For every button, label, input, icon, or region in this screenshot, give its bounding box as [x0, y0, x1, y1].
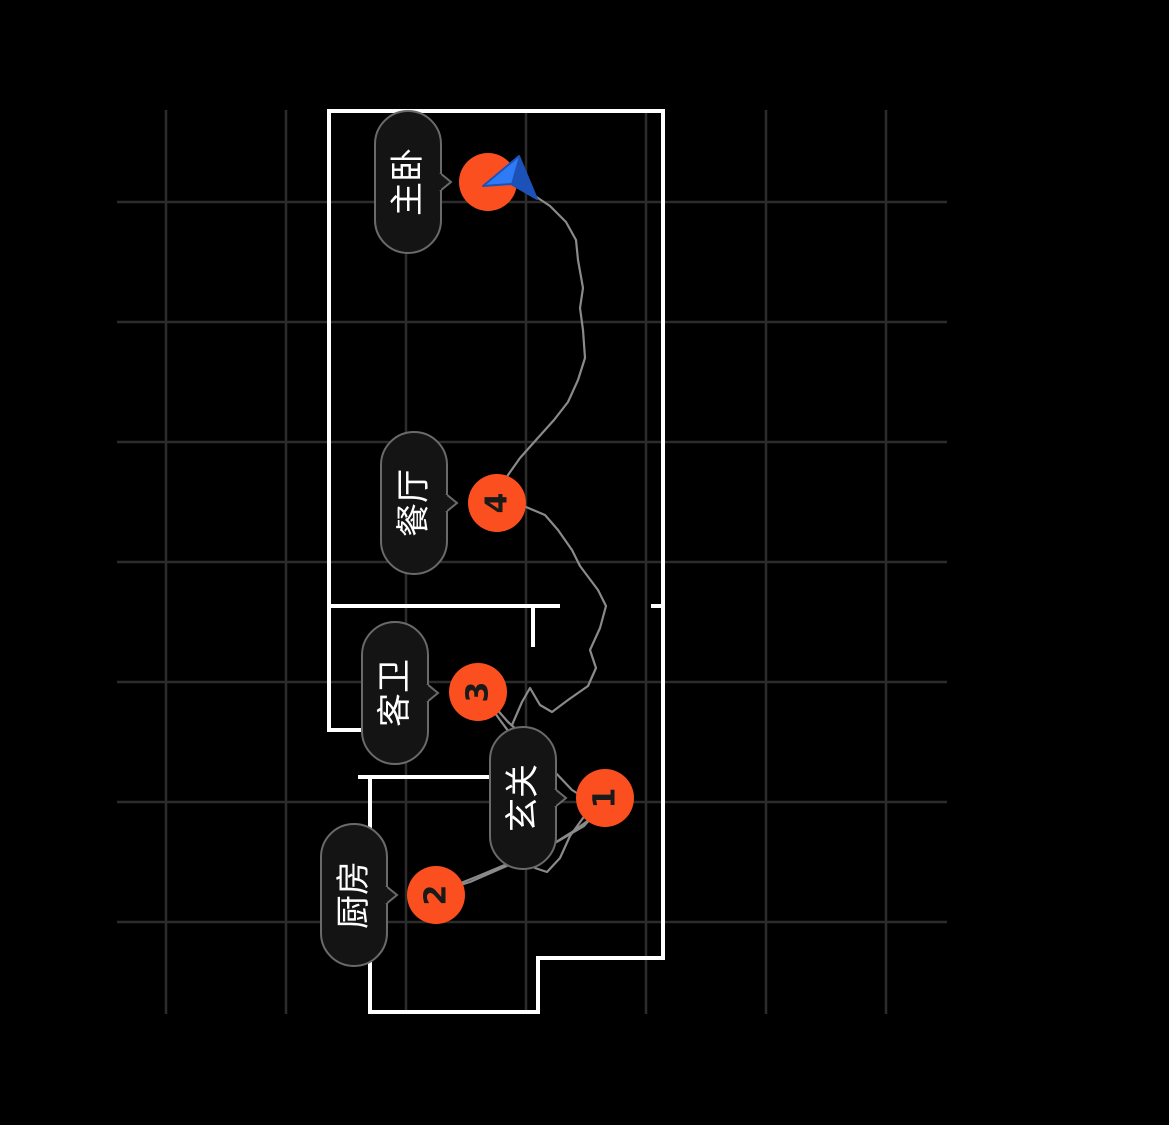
room-label-pointer-mask	[443, 495, 447, 511]
room-label-pointer	[426, 683, 440, 703]
room-marker-number: 3	[461, 682, 496, 703]
room-label-pointer	[385, 885, 399, 905]
room-marker-circle	[468, 474, 526, 532]
room-marker-number: 1	[588, 788, 623, 809]
room-marker-entrance[interactable]: 1	[576, 769, 634, 827]
room-markers: 4 3 1 2	[407, 153, 634, 924]
robot-position	[482, 155, 538, 200]
room-marker-number: 2	[419, 885, 454, 906]
room-label-dining-room[interactable]: 餐厅	[380, 431, 459, 575]
room-label-pointer	[439, 172, 453, 192]
room-label-guest-bathroom[interactable]: 客卫	[361, 621, 440, 765]
room-label-pointer	[554, 788, 568, 808]
navigation-arrow-highlight	[511, 156, 537, 199]
path-segment	[510, 505, 608, 727]
room-label-pointer-mask	[424, 685, 428, 701]
room-marker-circle	[576, 769, 634, 827]
room-label-text: 客卫	[375, 659, 415, 727]
room-marker-dining-room[interactable]: 4	[468, 474, 526, 532]
room-marker-number: 4	[480, 493, 515, 514]
room-marker-guest-bathroom[interactable]: 3	[449, 663, 507, 721]
room-label-pointer-mask	[552, 790, 556, 806]
room-marker-circle	[449, 663, 507, 721]
room-label-entrance[interactable]: 玄关	[489, 726, 568, 870]
room-label-pointer-mask	[437, 174, 441, 190]
room-label-pointer-mask	[383, 887, 387, 903]
outer-wall	[327, 109, 665, 1014]
room-label-master-bedroom[interactable]: 主卧	[374, 110, 453, 254]
room-label-text: 主卧	[388, 148, 428, 216]
room-label-pointer	[445, 493, 459, 513]
room-label-text: 玄关	[503, 764, 543, 832]
room-label-text: 餐厅	[394, 469, 434, 537]
room-label-text: 厨房	[334, 861, 374, 929]
path-segment	[495, 183, 587, 502]
room-label-kitchen[interactable]: 厨房	[320, 823, 399, 967]
room-marker-circle	[407, 866, 465, 924]
room-marker-kitchen[interactable]: 2	[407, 866, 465, 924]
